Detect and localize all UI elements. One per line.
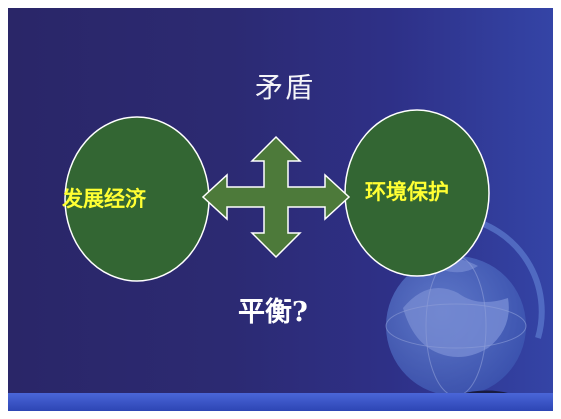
left-node-label: 发展经济 bbox=[62, 187, 146, 211]
balance-question: 平衡? bbox=[238, 297, 308, 328]
right-node-label: 环境保护 bbox=[365, 180, 449, 204]
bottom-bar bbox=[8, 393, 553, 411]
globe-decoration bbox=[385, 215, 545, 411]
four-way-arrow-icon bbox=[201, 135, 351, 259]
slide: 矛盾 发展经济 环境保护 平衡? bbox=[8, 8, 553, 411]
diagram-title: 矛盾 bbox=[254, 71, 315, 104]
slide-graphics bbox=[8, 109, 553, 411]
